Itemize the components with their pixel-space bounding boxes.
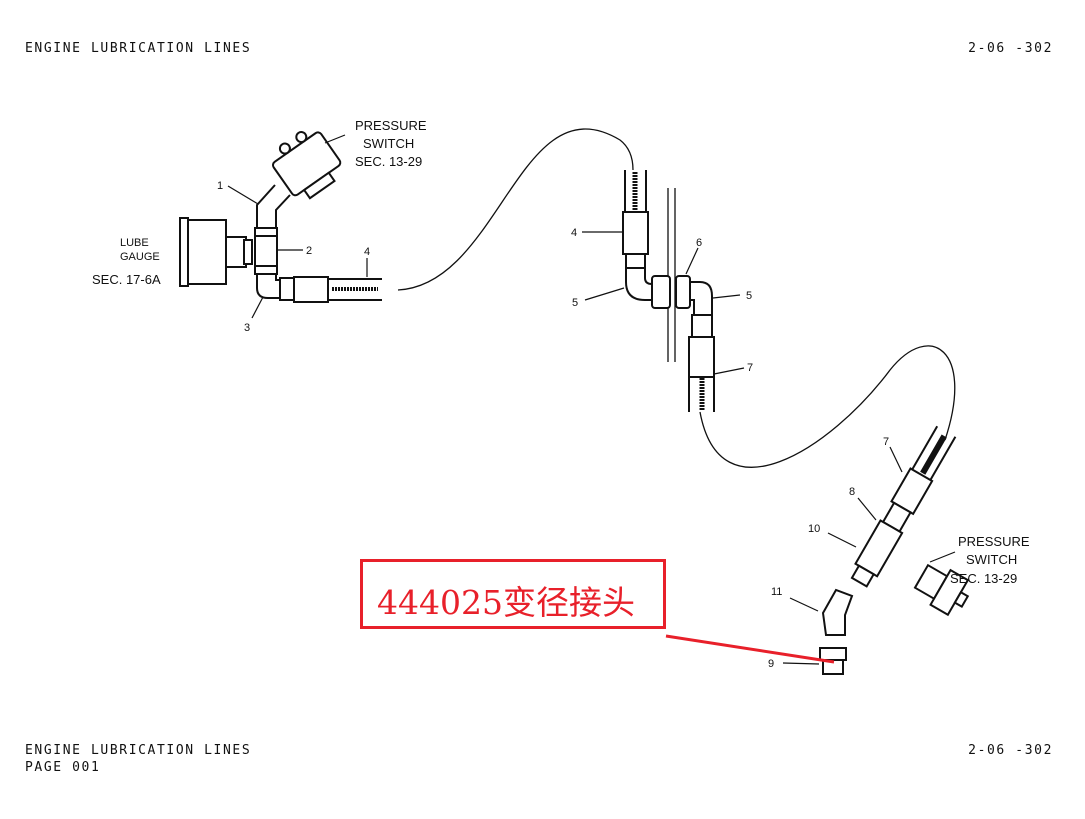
label-pressure-switch-right-3: SEC. 13-29 [950,571,1017,586]
lube-gauge [179,217,253,287]
hose-4-middle [622,170,649,269]
elbow-5-right [690,281,713,315]
part-number-7-right: 7 [883,436,889,448]
part-number-4-left: 4 [364,246,370,258]
part-number-5-left: 5 [572,297,578,309]
label-pressure-switch-left-1: PRESSURE [355,118,427,133]
bulkhead-fitting-6 [675,275,691,309]
pressure-switch-left [271,131,342,200]
label-lube-gauge-2: GAUGE [120,251,160,263]
part-number-5-right: 5 [746,290,752,302]
hose-7-middle [688,314,715,412]
elbow-fitting-1 [256,184,291,228]
reducer-9 [819,647,847,675]
bulkhead-panel [667,188,676,362]
annotation-box: 444025变径接头 [360,559,666,629]
footer-code: 2-06 -302 [968,743,1053,758]
tee-fitting [254,227,278,275]
pressure-switch-right [913,563,970,617]
footer-title: ENGINE LUBRICATION LINES [25,743,252,758]
hose-line-2 [699,345,956,468]
elbow-5-left [625,268,671,309]
elbow-fitting-3 [256,274,295,301]
label-pressure-switch-left-3: SEC. 13-29 [355,154,422,169]
hose-line-1 [397,128,634,291]
part-number-3: 3 [244,322,250,334]
part-number-11: 11 [771,586,782,598]
label-pressure-switch-right-1: PRESSURE [958,534,1030,549]
part-number-4-middle: 4 [571,227,577,239]
part-number-7-middle: 7 [747,362,753,374]
header-code: 2-06 -302 [968,41,1053,56]
hose-4-left [293,276,382,303]
label-lube-gauge-3: SEC. 17-6A [92,272,161,287]
part-number-10: 10 [808,523,820,535]
part-number-8: 8 [849,486,855,498]
label-pressure-switch-left-2: SWITCH [363,136,414,151]
footer-page: PAGE 001 [25,760,101,775]
leader-lines [227,134,956,665]
label-lube-gauge-1: LUBE [120,237,149,249]
part-number-6: 6 [696,237,702,249]
right-fitting-assembly [850,425,957,588]
annotation-pointer-line [665,634,835,664]
part-number-1: 1 [217,180,223,192]
elbow-11 [821,588,854,636]
annotation-text: 444025变径接头 [377,583,635,622]
part-number-9: 9 [768,658,774,670]
part-number-2: 2 [306,245,312,257]
header-title: ENGINE LUBRICATION LINES [25,41,252,56]
label-pressure-switch-right-2: SWITCH [966,552,1017,567]
